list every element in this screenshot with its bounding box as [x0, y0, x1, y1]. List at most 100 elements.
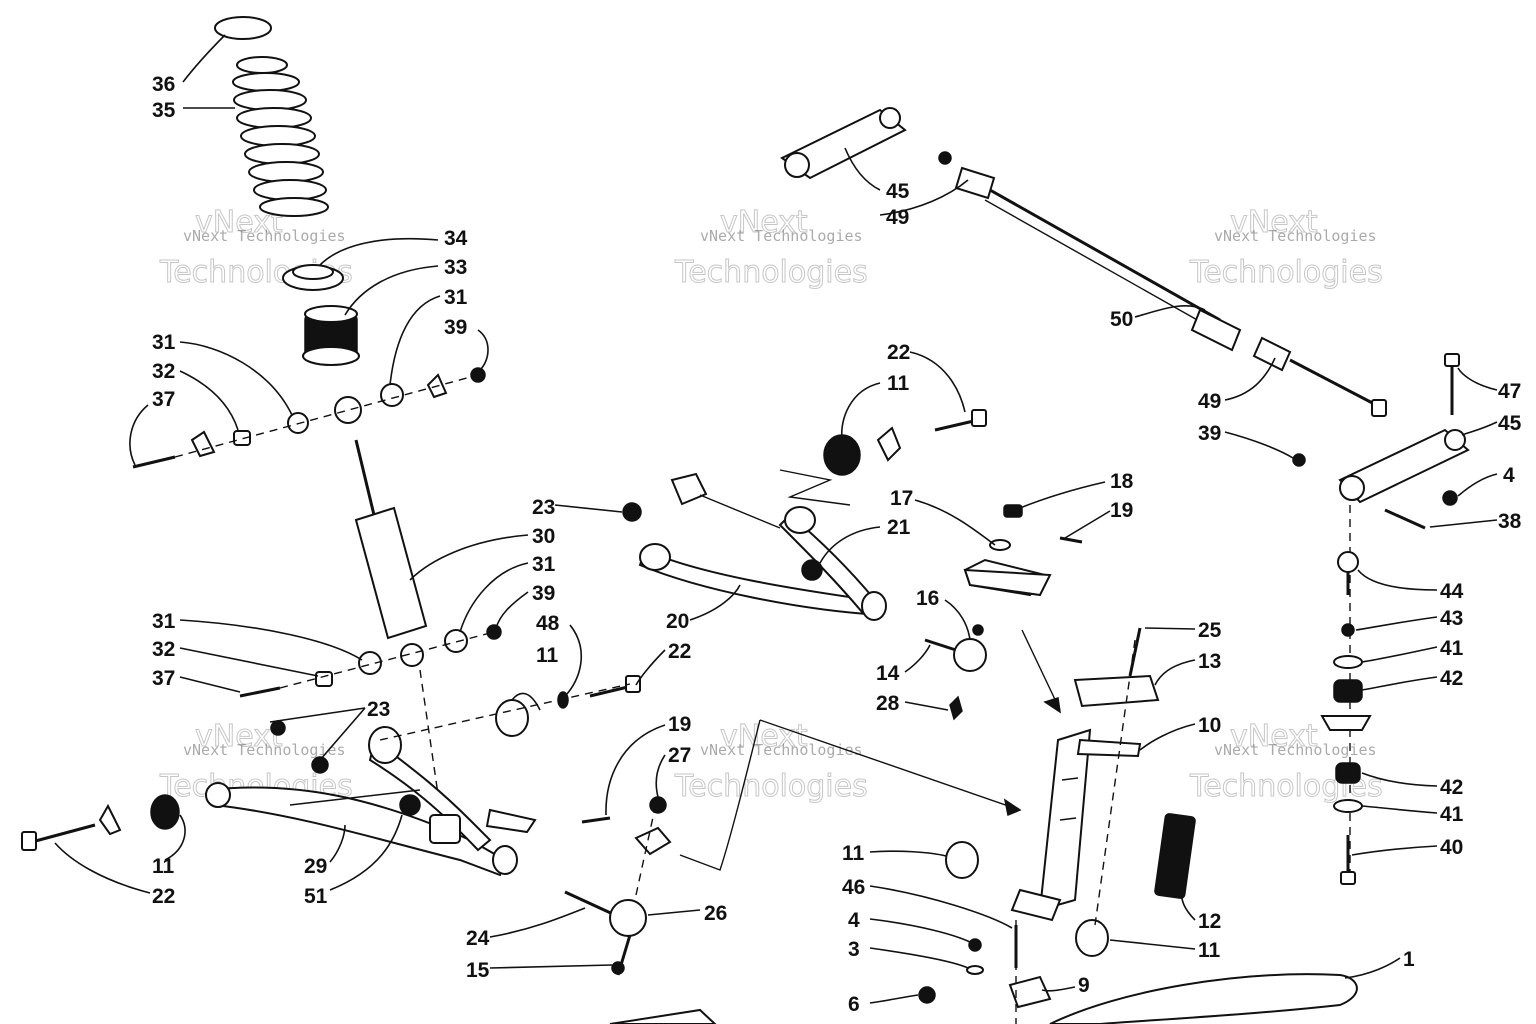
- nut-part: [486, 624, 502, 640]
- steering-spindle-arm-13-part: [1073, 674, 1160, 708]
- watermark-small: vNext Technologies: [183, 741, 346, 759]
- callout-label: 1: [1403, 948, 1415, 971]
- callout-label: 26: [704, 902, 727, 925]
- callout-label: 29: [304, 855, 327, 878]
- callout-label: 39: [1198, 422, 1221, 445]
- bolt-part: [132, 455, 176, 469]
- callout-label: 38: [1498, 510, 1522, 533]
- callout-label: 13: [1198, 650, 1221, 673]
- shock-mount-bracket-part: [485, 808, 537, 834]
- callout-label: 51: [304, 885, 328, 908]
- callout-label: 40: [1440, 836, 1463, 859]
- callout-label: 23: [532, 496, 555, 519]
- cotter-pin-part: [581, 816, 611, 824]
- clip-28-part: [949, 695, 963, 721]
- shock-upper-eye-part: [334, 396, 362, 424]
- shock-lower-eye-part: [400, 643, 424, 667]
- link-bracket-part: [1320, 715, 1372, 731]
- nut-39-part: [1292, 453, 1306, 467]
- callout-label: 33: [444, 256, 467, 279]
- callout-label: 11: [842, 842, 865, 865]
- callout-label: 39: [532, 582, 555, 605]
- ball-joint-assembly: [924, 504, 1083, 721]
- watermark-small: vNext Technologies: [700, 227, 863, 245]
- callout-label: 15: [466, 959, 490, 982]
- bushing-part: [380, 383, 404, 407]
- bracket-part: [670, 472, 708, 506]
- spacer-part: [315, 671, 333, 687]
- washer-17-part: [989, 539, 1011, 551]
- callout-label: 39: [444, 316, 467, 339]
- callout-label: 31: [444, 286, 468, 309]
- callout-label: 31: [152, 610, 176, 633]
- watermark-large-top: vNext: [195, 719, 283, 754]
- tie-rod-end-left-assembly: [564, 796, 672, 976]
- watermark-small: vNext Technologies: [1214, 227, 1377, 245]
- bushing-11-part: [1075, 919, 1109, 957]
- callout-label: 32: [152, 360, 175, 383]
- watermark-large-bottom: Technologies: [1189, 255, 1383, 290]
- watermarks: vNext vNext Technologies Technologies vN…: [159, 205, 1384, 805]
- tie-rod-50-part: [989, 188, 1221, 322]
- callout-label: 11: [536, 644, 559, 667]
- washer-part: [190, 430, 216, 458]
- watermark-large-top: vNext: [1230, 205, 1318, 240]
- callout-label: 20: [666, 610, 689, 633]
- callout-label: 31: [532, 553, 556, 576]
- callout-label: 46: [842, 876, 865, 899]
- tie-rod-sleeve-part: [1190, 308, 1242, 352]
- callout-label: 19: [1110, 499, 1133, 522]
- watermark-large-top: vNext: [1230, 719, 1318, 754]
- nut-4-part: [968, 938, 982, 952]
- washer-41-part: [1333, 799, 1363, 813]
- tie-rod-end-49-part: [1252, 336, 1292, 372]
- bushing-11-part: [823, 434, 861, 476]
- lower-a-arm-assembly: [21, 720, 537, 877]
- callout-label: 50: [1110, 308, 1133, 331]
- leader-lines: [54, 34, 1498, 1004]
- bushing-11-part: [945, 841, 979, 879]
- callout-label: 22: [152, 885, 175, 908]
- ski-left-part: [609, 1008, 717, 1024]
- steering-tie-rod-assembly: [780, 107, 1470, 530]
- callout-label: 34: [444, 227, 468, 250]
- cotter-pin-19-part: [1059, 536, 1083, 544]
- stabilizer-link-assembly: [1320, 505, 1372, 885]
- bushing-part: [495, 699, 529, 737]
- callout-label: 47: [1498, 380, 1521, 403]
- bushing-42-part: [1333, 679, 1363, 703]
- callout-label: 18: [1110, 470, 1134, 493]
- callout-label: 37: [152, 388, 175, 411]
- callout-label: 28: [876, 692, 900, 715]
- callout-label: 10: [1198, 714, 1221, 737]
- callout-label: 6: [848, 993, 860, 1016]
- callout-label: 45: [1498, 412, 1522, 435]
- nut-27-part: [649, 796, 667, 814]
- callout-label: 48: [536, 612, 560, 635]
- callout-label: 14: [876, 662, 900, 685]
- callout-label: 19: [668, 713, 691, 736]
- a-arm-pivot-part: [205, 782, 231, 808]
- nut-23-part: [622, 502, 642, 522]
- shock-body-part: [354, 506, 428, 640]
- middle-bushing-group: [379, 675, 641, 741]
- wear-bar-12-part: [1154, 813, 1196, 899]
- watermark-large-bottom: Technologies: [674, 769, 868, 804]
- ball-joint-housing-part: [953, 638, 987, 672]
- bolt-38-part: [1384, 508, 1426, 530]
- nut-6-part: [918, 986, 936, 1004]
- callout-label: 43: [1440, 607, 1463, 630]
- watermark-large-top: vNext: [720, 719, 808, 754]
- watermark-small: vNext Technologies: [1214, 741, 1377, 759]
- washer-part: [98, 803, 122, 836]
- bracket-part: [429, 814, 461, 844]
- tie-rod-ball-part: [609, 899, 647, 937]
- watermark-large-bottom: Technologies: [674, 255, 868, 290]
- callout-label: 25: [1198, 619, 1222, 642]
- nut-21-part: [801, 559, 823, 581]
- bushing-part: [444, 629, 468, 653]
- callout-label: 49: [1198, 390, 1221, 413]
- spindle-assembly: [609, 568, 1358, 1024]
- callout-label: 21: [887, 516, 911, 539]
